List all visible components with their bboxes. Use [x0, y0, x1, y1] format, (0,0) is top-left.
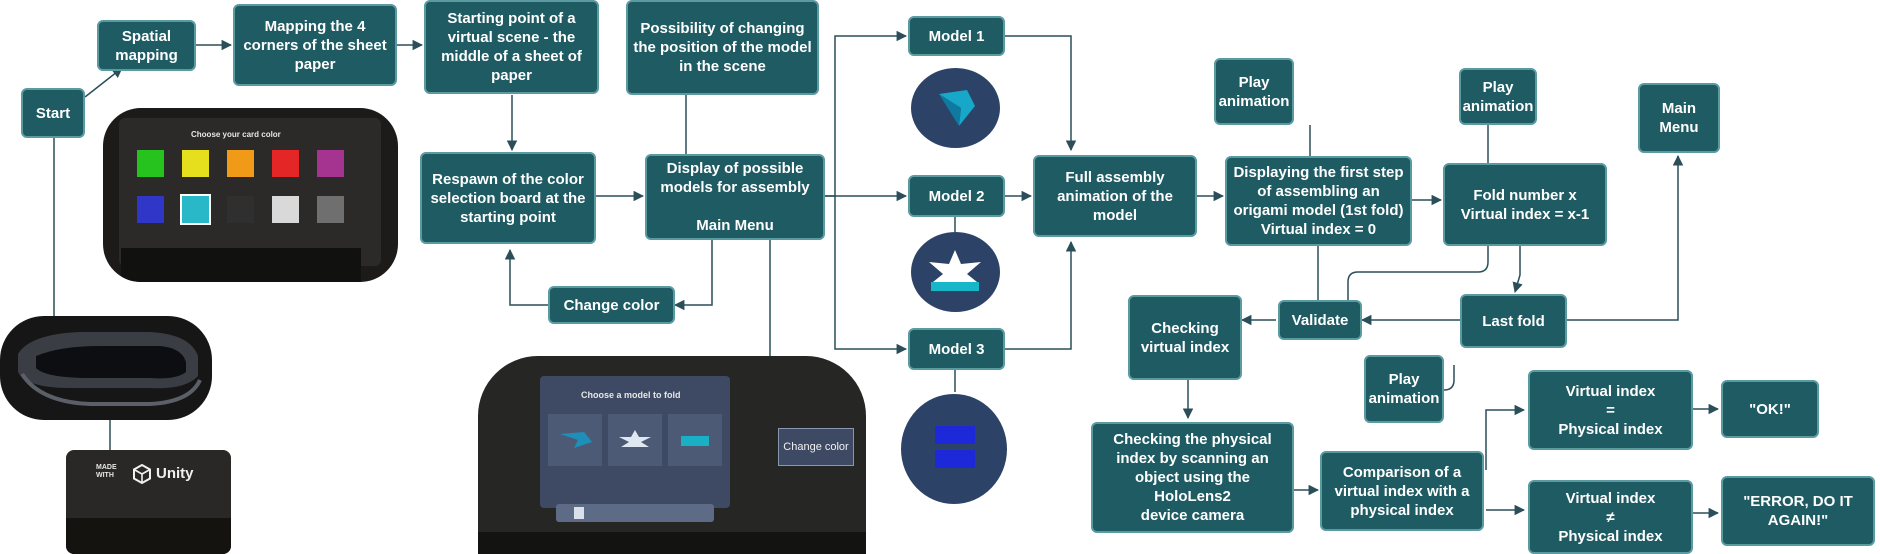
- unity-badge-photo: MADE WITH Unity: [66, 450, 231, 554]
- unity-badge-shadow: [66, 518, 231, 554]
- start-node: Start: [21, 88, 85, 138]
- arrow-model1-full: [1005, 35, 1077, 152]
- model-menu-screenshot: Choose a model to fold Change color: [478, 356, 866, 554]
- model-1-node: Model 1: [908, 16, 1005, 56]
- error-node: "ERROR, DO IT AGAIN!": [1721, 476, 1875, 546]
- arrow-changecolor-respawn: [504, 248, 548, 306]
- model-option-2-icon: [619, 430, 651, 447]
- model-3-disc: [901, 394, 1007, 504]
- play-animation-1-node: Play animation: [1214, 58, 1294, 125]
- starting-point-node: Starting point of a virtual scene - the …: [424, 0, 599, 94]
- model-3-node: Model 3: [908, 328, 1005, 370]
- model-menu-title: Choose a model to fold: [581, 390, 681, 400]
- origami-model-1-icon: [939, 90, 975, 126]
- respawn-board-node: Respawn of the color selection board at …: [420, 152, 596, 244]
- swatch-green: [137, 150, 164, 177]
- play-animation-3-node: Play animation: [1364, 355, 1444, 423]
- unity-wordmark: Unity: [156, 465, 194, 482]
- arrow-comparison-equal: [1485, 404, 1526, 470]
- swatch-red: [272, 150, 299, 177]
- checking-physical-node: Checking the physical index by scanning …: [1091, 422, 1294, 533]
- model-menu-toolbar: [556, 504, 714, 522]
- model-1-disc: [911, 68, 1000, 148]
- origami-model-2-icon: [929, 250, 981, 291]
- model-2-node: Model 2: [908, 175, 1005, 217]
- model-menu-floor: [478, 532, 866, 554]
- origami-model-3-icon: [935, 426, 975, 468]
- play-animation-2-node: Play animation: [1459, 68, 1537, 125]
- change-color-node: Change color: [548, 286, 675, 324]
- arrow-fold-lastfold: [1512, 246, 1523, 294]
- arrow-start-spatial: [84, 67, 123, 98]
- full-assembly-node: Full assembly animation of the model: [1033, 155, 1197, 237]
- swatch-cyan: [180, 194, 211, 225]
- connector-play3-lastfold: [1443, 365, 1455, 391]
- display-models-node: Display of possible models for assembly …: [645, 154, 825, 240]
- validate-node: Validate: [1278, 300, 1362, 340]
- comparison-node: Comparison of a virtual index with a phy…: [1320, 451, 1484, 531]
- ok-node: "OK!": [1721, 380, 1819, 438]
- model-2-disc: [911, 232, 1000, 312]
- swatch-white: [272, 196, 299, 223]
- arrow-display-changecolor: [673, 240, 713, 311]
- model-option-1: [548, 414, 602, 466]
- swatch-blue: [137, 196, 164, 223]
- color-board-panel: [119, 118, 381, 266]
- main-menu-node: Main Menu: [1638, 83, 1720, 153]
- arrow-display-model1: [825, 30, 908, 197]
- first-step-node: Displaying the first step of assembling …: [1225, 156, 1412, 246]
- arrow-model3-full: [1005, 240, 1077, 350]
- color-board-screenshot: Choose your card color: [103, 108, 398, 282]
- change-color-screen-button: Change color: [778, 428, 854, 466]
- mapping-corners-node: Mapping the 4 corners of the sheet paper: [233, 4, 397, 86]
- fold-number-node: Fold number x Virtual index = x-1: [1443, 163, 1607, 246]
- unity-logo-icon: [133, 464, 151, 484]
- swatch-purple: [317, 150, 344, 177]
- possibility-change-node: Possibility of changing the position of …: [626, 0, 819, 95]
- model-menu-toolbar-button: [574, 507, 584, 519]
- not-equal-index-node: Virtual index ≠ Physical index: [1528, 480, 1693, 554]
- swatch-orange: [227, 150, 254, 177]
- headset-icon: [18, 332, 202, 406]
- made-with-label: MADE WITH: [96, 464, 117, 479]
- arrow-display-model3: [834, 196, 908, 355]
- connector-fold-validate: [1347, 246, 1489, 300]
- swatch-gray: [317, 196, 344, 223]
- hololens-headset-photo: [0, 316, 212, 420]
- arrow-lastfold-mainmenu: [1567, 154, 1684, 321]
- checking-virtual-node: Checking virtual index: [1128, 295, 1242, 380]
- model-option-1-icon: [560, 432, 592, 448]
- spatial-mapping-node: Spatial mapping: [97, 20, 196, 71]
- swatch-yellow: [182, 150, 209, 177]
- color-board-floor: [121, 248, 361, 282]
- model-option-3-icon: [681, 436, 709, 446]
- color-board-title: Choose your card color: [191, 130, 281, 139]
- last-fold-node: Last fold: [1460, 294, 1567, 348]
- equal-index-node: Virtual index = Physical index: [1528, 370, 1693, 450]
- swatch-dark: [227, 196, 254, 223]
